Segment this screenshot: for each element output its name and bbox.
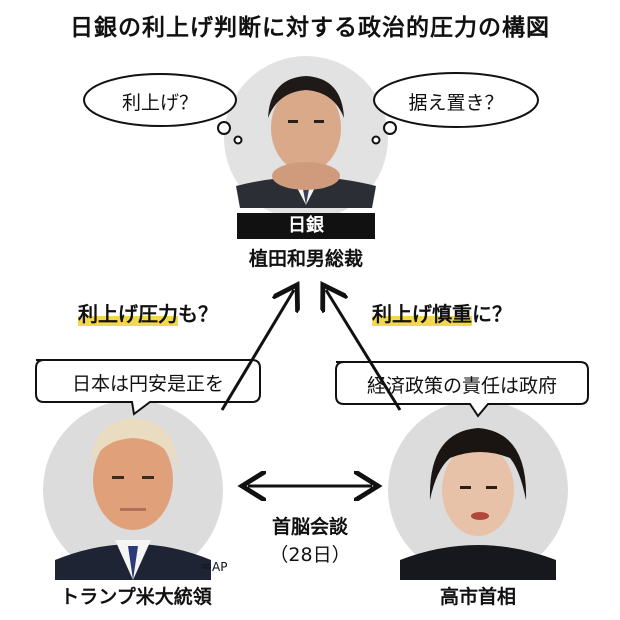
pressure-left-suffix: も？ bbox=[178, 302, 218, 326]
thought-left-text: 利上げ？ bbox=[121, 92, 198, 114]
governor-photo bbox=[224, 56, 388, 220]
pressure-right-suffix: に？ bbox=[472, 302, 512, 326]
speech-bubble-takaichi bbox=[335, 361, 589, 418]
summit-date: （28日） bbox=[269, 544, 351, 566]
boj-governor-name: 植田和男総裁 bbox=[248, 248, 363, 270]
thought-right-text: 据え置き？ bbox=[408, 92, 504, 114]
pressure-right-label: 利上げ慎重に？ bbox=[372, 298, 512, 327]
page-title: 日銀の利上げ判断に対する政治的圧力の構図 bbox=[70, 15, 550, 41]
pressure-right-main: 利上げ慎重 bbox=[372, 302, 472, 326]
takaichi-photo bbox=[388, 400, 568, 580]
arrow-takaichi-to-boj bbox=[326, 290, 402, 411]
trump-speech-text: 日本は円安是正を bbox=[71, 373, 224, 395]
trump-photo bbox=[43, 400, 223, 580]
summit-label: 首脳会談 bbox=[271, 516, 348, 538]
pressure-left-label: 利上げ圧力も？ bbox=[78, 298, 218, 327]
photo-credit: ＝AP bbox=[200, 560, 228, 574]
takaichi-speech-text: 経済政策の責任は政府 bbox=[366, 375, 557, 397]
boj-org-label: 日銀 bbox=[237, 213, 375, 239]
thought-bubble-left bbox=[83, 73, 243, 145]
thought-bubble-right bbox=[371, 72, 539, 145]
arrow-trump-to-boj bbox=[220, 290, 294, 411]
trump-name: トランプ米大統領 bbox=[60, 586, 212, 608]
speech-bubble-trump bbox=[35, 359, 261, 416]
takaichi-name: 高市首相 bbox=[439, 586, 516, 608]
pressure-left-main: 利上げ圧力 bbox=[78, 302, 178, 326]
